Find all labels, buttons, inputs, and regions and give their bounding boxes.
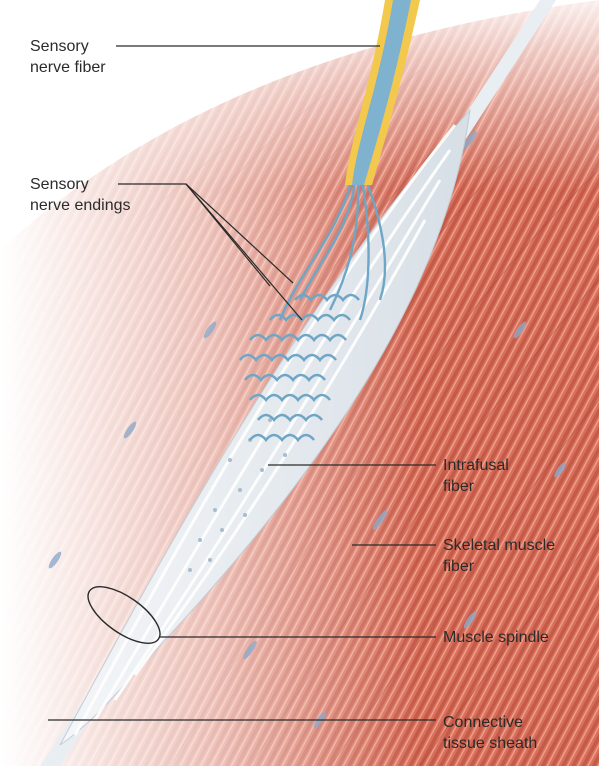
label-skeletal-muscle-fiber: Skeletal muscle fiber xyxy=(443,535,555,577)
label-line: Connective xyxy=(443,712,537,733)
label-line: nerve fiber xyxy=(30,57,106,78)
label-line: Intrafusal xyxy=(443,455,509,476)
label-line: nerve endings xyxy=(30,195,131,216)
label-line: Sensory xyxy=(30,36,106,57)
label-line: fiber xyxy=(443,556,555,577)
label-sensory-nerve-fiber: Sensory nerve fiber xyxy=(30,36,106,78)
label-line: fiber xyxy=(443,476,509,497)
label-connective-tissue-sheath: Connective tissue sheath xyxy=(443,712,537,754)
label-intrafusal-fiber: Intrafusal fiber xyxy=(443,455,509,497)
label-muscle-spindle: Muscle spindle xyxy=(443,627,549,648)
label-sensory-nerve-endings: Sensory nerve endings xyxy=(30,174,131,216)
label-line: Muscle spindle xyxy=(443,627,549,648)
label-line: tissue sheath xyxy=(443,733,537,754)
label-line: Skeletal muscle xyxy=(443,535,555,556)
label-line: Sensory xyxy=(30,174,131,195)
